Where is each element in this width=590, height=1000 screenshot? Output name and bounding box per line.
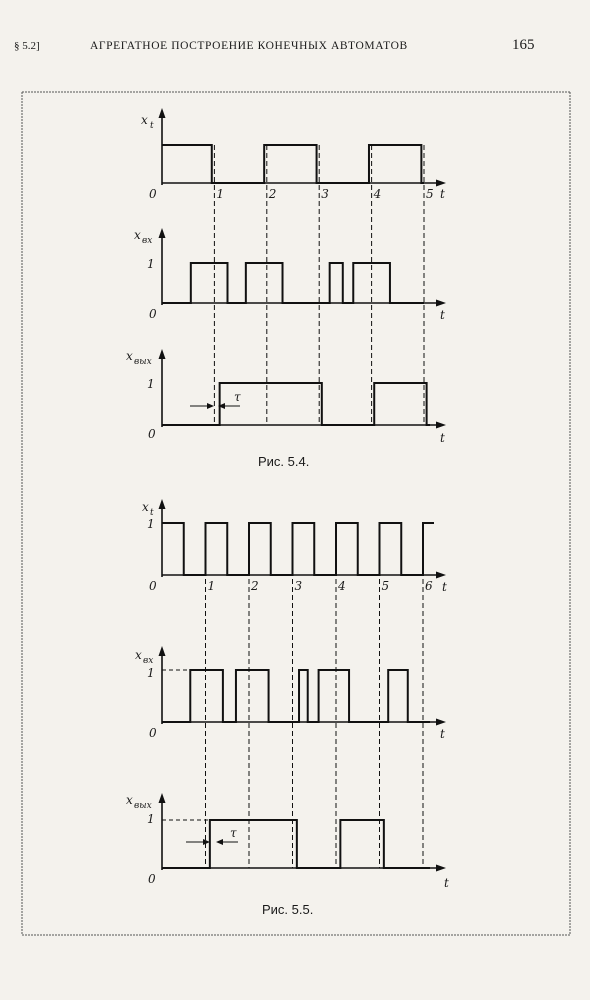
axis-x-subscript: вых: [134, 801, 152, 811]
signal-xout: [162, 382, 430, 426]
axis-x-label: x: [141, 113, 148, 127]
section-ref: § 5.2]: [14, 40, 40, 52]
axis-x-subscript: t: [150, 121, 154, 131]
fig55-timing-xt: x t 1 0 t 1 2 3 4 5 6: [142, 499, 447, 594]
tick-label: 1: [216, 187, 224, 201]
signal-xin: [162, 262, 424, 304]
signal-xin: [162, 669, 430, 723]
level-one-label: 1: [147, 257, 155, 271]
y-axis-arrow-icon: [158, 108, 166, 118]
tau-marker: τ: [190, 390, 241, 409]
origin-label: 0: [149, 579, 157, 593]
x-axis-arrow-icon: [436, 299, 446, 307]
t-label: t: [440, 727, 445, 741]
signal-xt: [162, 144, 424, 184]
tick-label: 2: [268, 187, 277, 201]
axis-x-subscript: вых: [134, 357, 152, 367]
fig55-timing-xin: x вх 1 0 t: [135, 646, 446, 741]
origin-label: 0: [148, 427, 156, 441]
origin-label: 0: [149, 726, 157, 740]
axis-x-label: x: [142, 500, 149, 514]
fig55-timing-xout: x вых 1 0 t τ: [126, 793, 449, 890]
x-axis-arrow-icon: [436, 718, 446, 726]
fig54-timing-xt: x t 0 t 1 2 3 4 5: [141, 108, 446, 201]
x-axis-arrow-icon: [436, 571, 446, 579]
t-label: t: [440, 308, 445, 322]
tick-label: 3: [321, 187, 329, 201]
tau-arrow-left-icon: [216, 839, 223, 845]
tau-arrow-right-icon: [207, 403, 214, 409]
axis-x-label: x: [135, 648, 142, 662]
y-axis-arrow-icon: [158, 349, 166, 359]
origin-label: 0: [149, 307, 157, 321]
tau-marker: τ: [186, 826, 238, 845]
tick-label: 4: [373, 187, 382, 201]
level-one-label: 1: [147, 812, 155, 826]
y-axis-arrow-icon: [158, 793, 166, 803]
page-number: 165: [512, 37, 535, 53]
running-title: АГРЕГАТНОЕ ПОСТРОЕНИЕ КОНЕЧНЫХ АВТОМАТОВ: [90, 40, 408, 52]
axis-x-subscript: вх: [143, 656, 153, 666]
t-label: t: [442, 580, 447, 594]
axis-x-label: x: [126, 349, 133, 363]
x-axis-arrow-icon: [436, 179, 446, 187]
level-one-label: 1: [147, 666, 155, 680]
figure-5-4: x t 0 t 1 2 3 4 5 x вх 1 0 t x вых 1: [126, 108, 446, 469]
tick-label: 1: [208, 579, 216, 593]
fig55-guides: [205, 523, 424, 868]
tick-label: 5: [426, 187, 434, 201]
axis-x-label: x: [126, 793, 133, 807]
tick-label: 4: [337, 579, 346, 593]
tau-arrow-right-icon: [203, 839, 210, 845]
t-label: t: [444, 876, 449, 890]
x-axis-arrow-icon: [436, 421, 446, 429]
origin-label: 0: [149, 187, 157, 201]
fig54-timing-xin: x вх 1 0 t: [134, 228, 446, 322]
tau-arrow-left-icon: [218, 403, 225, 409]
tick-label: 3: [295, 579, 303, 593]
x-axis-arrow-icon: [436, 864, 446, 872]
t-label: t: [440, 431, 445, 445]
tick-label: 2: [250, 579, 259, 593]
level-one-label: 1: [147, 377, 155, 391]
y-axis-arrow-icon: [158, 228, 166, 238]
t-label: t: [440, 187, 445, 201]
y-axis-arrow-icon: [158, 499, 166, 509]
tick-label: 6: [425, 579, 433, 593]
figure-caption: Рис. 5.4.: [258, 454, 309, 469]
fig54-guides: [213, 145, 425, 425]
y-axis-arrow-icon: [158, 646, 166, 656]
fig54-timing-xout: x вых 1 0 t τ: [126, 349, 446, 445]
tau-label: τ: [234, 390, 241, 404]
axis-x-label: x: [134, 228, 141, 242]
figure-caption: Рис. 5.5.: [262, 902, 313, 917]
tick-label: 5: [382, 579, 390, 593]
axis-x-subscript: t: [150, 508, 154, 518]
signal-xout: [162, 819, 430, 869]
tau-label: τ: [230, 826, 237, 840]
signal-xt: [162, 522, 434, 576]
origin-label: 0: [148, 872, 156, 886]
level-one-label: 1: [147, 517, 155, 531]
axis-x-subscript: вх: [142, 236, 152, 246]
